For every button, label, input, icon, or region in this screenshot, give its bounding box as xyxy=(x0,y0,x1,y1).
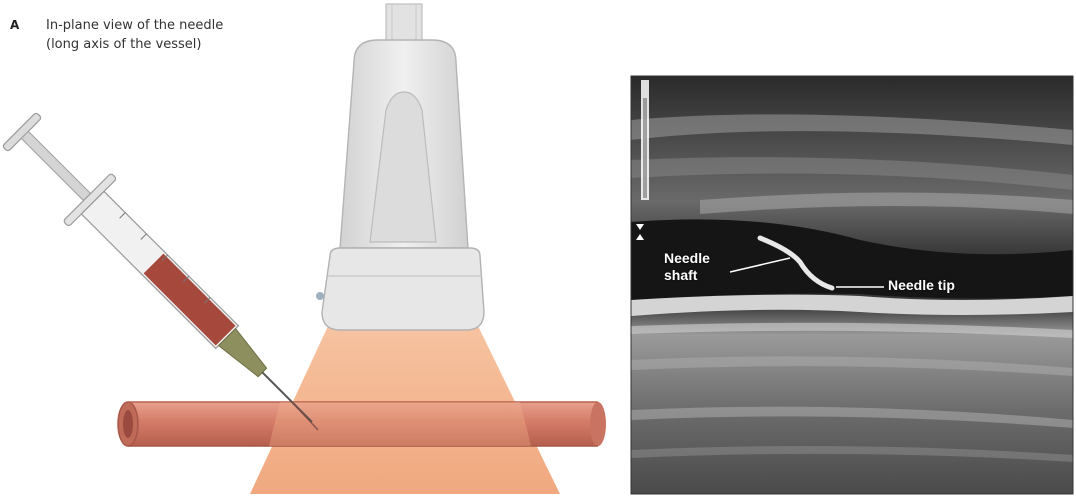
ultrasound-probe xyxy=(316,4,484,330)
label-needle-tip: Needle tip xyxy=(888,277,955,294)
panel-letter: A xyxy=(10,18,19,32)
panel-caption: In-plane view of the needle (long axis o… xyxy=(46,16,326,54)
beam-overlay xyxy=(269,402,531,446)
label-needle-shaft-line-2: shaft xyxy=(664,267,710,284)
caption-line-2: (long axis of the vessel) xyxy=(46,35,326,54)
caption-line-1: In-plane view of the needle xyxy=(46,16,326,35)
syringe xyxy=(0,105,336,446)
label-needle-shaft-line-1: Needle xyxy=(664,250,710,267)
syringe-blood xyxy=(144,254,236,346)
label-needle-shaft: Needle shaft xyxy=(664,250,710,284)
ultrasound-image xyxy=(631,76,1073,494)
